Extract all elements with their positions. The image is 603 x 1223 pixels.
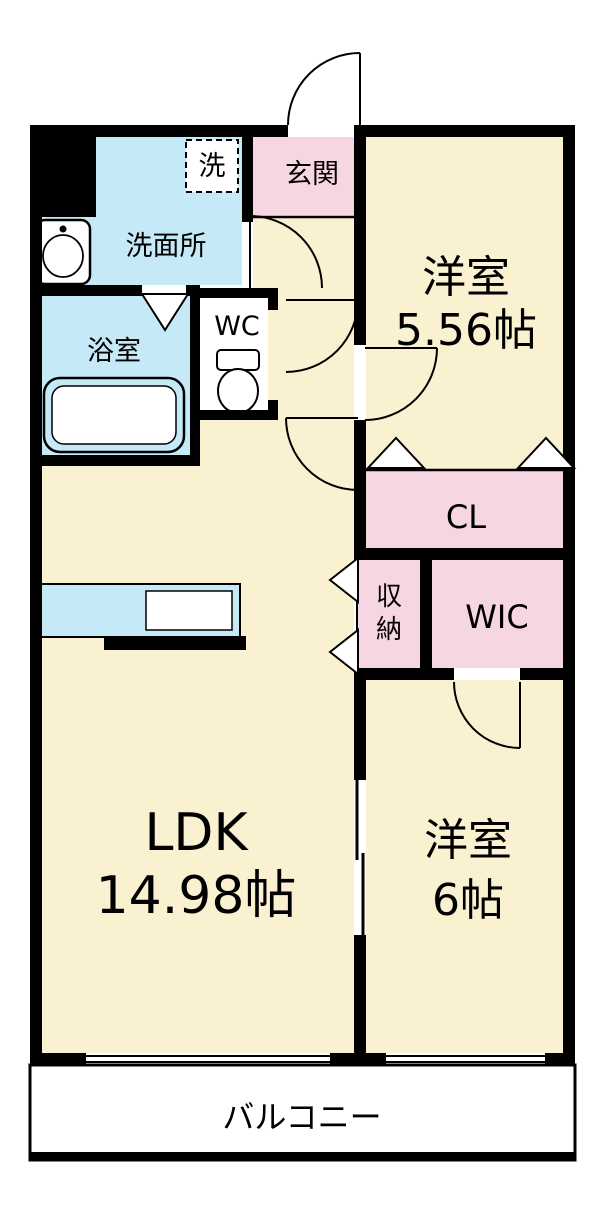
entrance-label: 玄関 [285,159,339,190]
washer-label: 洗 [199,151,226,182]
bedroom1-door-arc [364,347,438,421]
bedroom1-label: 洋室 [422,252,510,303]
wall-wc-top [196,288,278,298]
wall-wc-right-a [268,288,278,310]
washroom-label: 洗面所 [126,231,207,262]
entrance-door-arc [287,52,361,126]
wall-storage-bottom-a [354,668,454,680]
wc-label: WC [214,311,260,342]
kitchen-sink [145,590,233,631]
bedroom1-area [366,137,563,470]
wic-area [432,560,563,668]
bathroom-fold-door-icon [140,293,190,332]
swing-doors [249,52,521,749]
bedroom2-size-label: 6帖 [432,875,504,926]
wall-closet-bottom [354,548,575,560]
hallway-lower-area [200,420,354,470]
wall-storage-bottom-b [520,668,575,680]
wall-bathroom-right [190,285,200,465]
bathtub-icon [42,376,186,454]
wall-storage-wic [420,548,432,680]
bathroom-label: 浴室 [87,336,141,367]
toilet-bowl-icon [217,368,259,414]
balcony-label: バルコニー [222,1098,381,1136]
wall-washroom-bath-a [30,285,142,296]
closet-label: CL [446,498,486,536]
storage-fold-door-bottom-icon [328,627,359,677]
wall-center-d [354,935,366,1065]
wic-door-arc [453,681,521,749]
wash-basin-faucet-icon [59,225,67,233]
ldk-label: LDK [144,803,249,863]
storage-label-bottom: 納 [376,615,402,645]
bathtub-inner-icon [51,385,177,445]
bedroom1-size-label: 5.56帖 [395,305,537,356]
wall-center-c [354,675,366,780]
wall-bottom-a [30,1053,86,1065]
ldk-door-arc [285,417,359,491]
room-fills [42,137,563,1053]
labels: 洗 玄関 洗面所 浴室 WC 洋室 5.56帖 CL 収 納 WIC LDK 1… [87,151,537,1136]
wall-right [563,125,575,1065]
toilet-tank-icon [216,349,260,371]
wall-center-b [354,420,366,558]
storage-label-top: 収 [376,582,402,612]
fixtures [34,139,260,638]
wall-entrance-left [242,125,253,222]
storage-area [356,560,420,668]
wall-bathroom-bottom [30,455,200,466]
wic-label: WIC [465,598,528,636]
wall-bottom-c [545,1053,575,1065]
walls [30,125,575,1065]
closet-fold-door-left-icon [365,436,427,469]
wall-top-right [360,125,575,137]
bedroom2-area [366,680,563,1053]
washroom-door-arc [249,215,323,289]
entrance-area [253,137,354,215]
wc-door-arc [285,299,359,373]
balcony [28,1063,577,1162]
closet-fold-door-right-icon [515,436,577,469]
wall-top-left [30,125,288,137]
bedroom2-label: 洋室 [424,815,512,866]
washing-machine-icon [185,139,239,193]
closet-area [366,470,563,548]
wash-basin-bowl-icon [42,234,84,278]
ldk-area [42,466,354,1053]
ldk-size-label: 14.98帖 [96,866,297,926]
wall-wc-bottom [196,410,278,420]
storage-fold-door-top-icon [328,555,359,605]
wall-kitchen-bar [104,636,246,650]
balcony-edge [30,1152,575,1160]
folding-doors [140,293,577,677]
wall-center-a [354,125,366,345]
wall-left [30,125,42,1065]
